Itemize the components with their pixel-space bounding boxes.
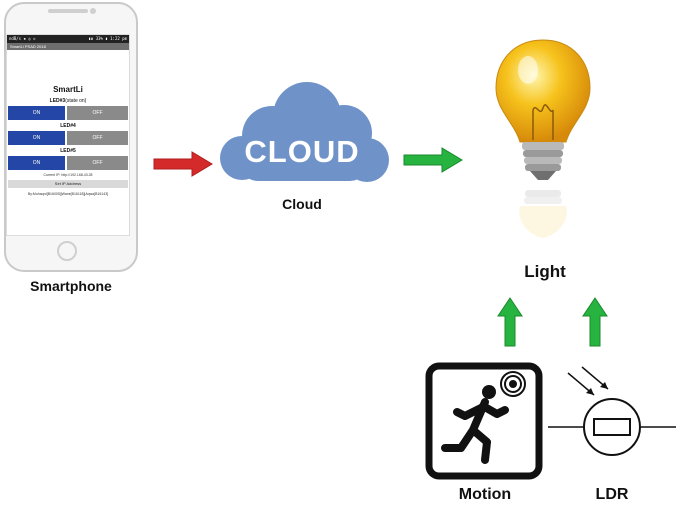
motion-sensor-icon bbox=[425, 362, 543, 480]
phone-camera bbox=[90, 8, 96, 14]
ldr-symbol-icon bbox=[548, 366, 676, 456]
led4-off-button[interactable]: OFF bbox=[67, 131, 128, 145]
cloud-text: CLOUD bbox=[244, 134, 360, 169]
led-label-5: LED#5 bbox=[60, 148, 76, 154]
led-state: (state on) bbox=[65, 98, 87, 104]
ldr-label: LDR bbox=[595, 486, 629, 503]
led3-on-button[interactable]: ON bbox=[8, 106, 65, 120]
led4-on-button[interactable]: ON bbox=[8, 131, 65, 145]
red-arrow bbox=[153, 151, 213, 177]
status-left: ndB/s ▪ ◎ ◇ bbox=[9, 36, 36, 41]
phone-speaker bbox=[48, 9, 88, 13]
phone-screen: ndB/s ▪ ◎ ◇ ▮▮ 33% ▮ 1:22 pm SmartLi PSA… bbox=[6, 34, 130, 236]
cloud-label: Cloud bbox=[282, 196, 322, 212]
led5-off-button[interactable]: OFF bbox=[67, 156, 128, 170]
credits-text: By:Muhaqrd[B16005]|Wane[B16118]|Aqwa[B16… bbox=[27, 192, 109, 196]
green-arrow-right bbox=[403, 147, 463, 173]
led-name: LED#3 bbox=[49, 98, 66, 104]
status-bar: ndB/s ▪ ◎ ◇ ▮▮ 33% ▮ 1:22 pm bbox=[7, 35, 129, 43]
smartphone-label: Smartphone bbox=[30, 278, 112, 294]
led5-on-button[interactable]: ON bbox=[8, 156, 65, 170]
led-label-3: LED#3(state on) bbox=[7, 98, 129, 104]
light-bulb-icon bbox=[495, 39, 591, 238]
led-label-4: LED#4 bbox=[60, 123, 76, 129]
cloud-shape bbox=[220, 82, 389, 182]
phone-home-button bbox=[57, 241, 77, 261]
app-bar: SmartLi PSAD 2018 bbox=[7, 43, 129, 50]
current-ip-text: Current IP: http://192.168.43.28 bbox=[43, 173, 93, 177]
status-right: ▮▮ 33% ▮ 1:22 pm bbox=[88, 36, 127, 41]
motion-label: Motion bbox=[458, 486, 512, 503]
led3-off-button[interactable]: OFF bbox=[67, 106, 128, 120]
green-arrow-up-motion bbox=[497, 297, 523, 347]
light-label: Light bbox=[524, 262, 566, 281]
screen-title: SmartLi bbox=[53, 85, 83, 94]
set-ip-button[interactable]: Set IP Address bbox=[8, 180, 128, 188]
green-arrow-up-ldr bbox=[582, 297, 608, 347]
